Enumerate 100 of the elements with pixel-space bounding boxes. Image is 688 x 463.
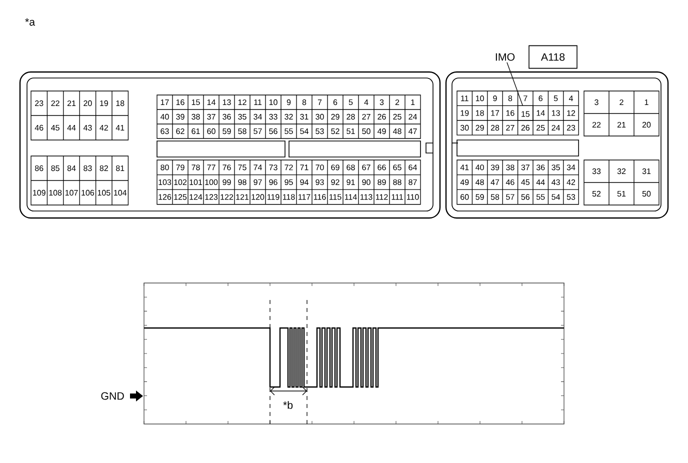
pin-number: 28: [490, 124, 500, 131]
pin-number: 60: [460, 194, 469, 200]
pin-number: 121: [236, 194, 249, 200]
pin-number: 89: [378, 179, 386, 186]
pin-number: 118: [282, 194, 295, 200]
pin-number: 105: [98, 190, 110, 196]
pin-number: 31: [642, 168, 651, 174]
pin-number: 18: [116, 100, 124, 106]
pin-number: 67: [362, 164, 370, 170]
pin-number: 45: [521, 179, 530, 185]
pin-number: 13: [222, 99, 231, 106]
pin-number: 11: [254, 100, 262, 105]
pin-number: 25: [393, 114, 402, 120]
pin-number: 37: [207, 114, 216, 120]
pin-number: 63: [160, 128, 169, 134]
pin-number: 29: [476, 124, 484, 131]
pin-number: 116: [314, 194, 326, 200]
pin-number: 17: [160, 100, 169, 105]
pin-number: 5: [348, 99, 353, 106]
pin-number: 66: [378, 164, 386, 170]
pin-number: 53: [316, 128, 324, 134]
pin-number: 40: [476, 164, 484, 170]
pin-number: 41: [460, 164, 469, 170]
pin-number: 114: [344, 194, 357, 200]
pin-number: 20: [642, 122, 651, 128]
pin-number: 1: [411, 100, 415, 105]
pin-number: 38: [506, 164, 514, 170]
pin-number: 119: [267, 194, 280, 200]
pin-number: 112: [376, 194, 388, 200]
pin-number: 18: [476, 110, 484, 116]
pin-number: 123: [205, 194, 218, 200]
pin-number: 40: [160, 114, 169, 120]
pin-number: 51: [617, 190, 626, 197]
pin-number: 126: [158, 194, 172, 200]
pin-number: 8: [508, 96, 512, 102]
pin-number: 11: [461, 96, 468, 102]
pin-number: 7: [524, 96, 528, 102]
pin-number: 84: [67, 165, 76, 172]
pin-number: 28: [346, 114, 355, 120]
pin-number: 34: [566, 164, 576, 170]
pin-number: 57: [254, 128, 262, 134]
pin-number: 25: [536, 124, 545, 131]
pin-number: 93: [316, 179, 324, 186]
pin-number: 70: [316, 164, 324, 170]
pin-number: 75: [238, 164, 246, 170]
pin-number: 74: [254, 164, 262, 170]
pin-number: 86: [35, 165, 44, 172]
pin-number: 109: [33, 190, 46, 196]
pin-number: 13: [552, 110, 560, 116]
connector-code-box: A118: [528, 45, 578, 69]
pin-number: 12: [238, 99, 246, 106]
pin-number: 15: [192, 99, 200, 106]
pin-number: 27: [506, 124, 514, 131]
pin-number: 39: [490, 164, 500, 170]
pin-number: 59: [476, 194, 484, 200]
pin-number: 124: [190, 194, 202, 200]
pin-number: 8: [302, 99, 306, 106]
pin-number: 72: [284, 164, 293, 170]
pin-number: 120: [252, 194, 264, 200]
pin-number: 46: [34, 124, 44, 131]
pin-number: 55: [284, 128, 293, 134]
pin-number: 117: [298, 194, 310, 200]
pin-number: 36: [222, 114, 231, 120]
pin-number: 47: [408, 128, 417, 134]
pin-number: 22: [592, 122, 601, 128]
pin-number: 73: [269, 164, 278, 170]
pin-number: 30: [316, 114, 324, 120]
pin-number: 57: [506, 194, 514, 200]
pin-number: 19: [100, 100, 108, 106]
pin-number: 7: [318, 100, 322, 105]
pin-number: 36: [536, 164, 545, 170]
pin-number: 3: [594, 99, 598, 106]
pin-number: 1: [644, 100, 648, 105]
pin-number: 104: [114, 190, 127, 196]
pin-number: 6: [538, 96, 542, 102]
pin-number: 108: [49, 190, 62, 196]
pin-number: 35: [238, 114, 246, 120]
pin-number: 4: [568, 96, 573, 102]
pin-number: 111: [392, 194, 403, 200]
pin-number: 69: [331, 164, 340, 170]
pin-cell: [517, 105, 534, 121]
pin-number: 42: [566, 179, 576, 185]
pin-number: 9: [493, 96, 497, 102]
pin-number: 20: [84, 100, 92, 106]
pin-number: 80: [160, 164, 169, 170]
pin-number: 46: [506, 179, 514, 186]
signal-label: IMO: [496, 53, 515, 61]
pin-number: 122: [220, 194, 234, 200]
pin-number: 49: [378, 128, 386, 134]
pin-number: 58: [238, 128, 246, 134]
pin-number: 115: [329, 194, 342, 200]
pin-number: 71: [300, 164, 308, 170]
pin-number: 48: [393, 128, 402, 134]
pin-number: 6: [333, 99, 338, 106]
pin-number: 78: [192, 164, 200, 170]
pin-number: 88: [393, 179, 402, 186]
pin-number: 54: [300, 128, 308, 134]
pin-number: 30: [460, 124, 469, 131]
pin-number: 32: [284, 114, 293, 120]
pin-number: 64: [408, 164, 417, 170]
